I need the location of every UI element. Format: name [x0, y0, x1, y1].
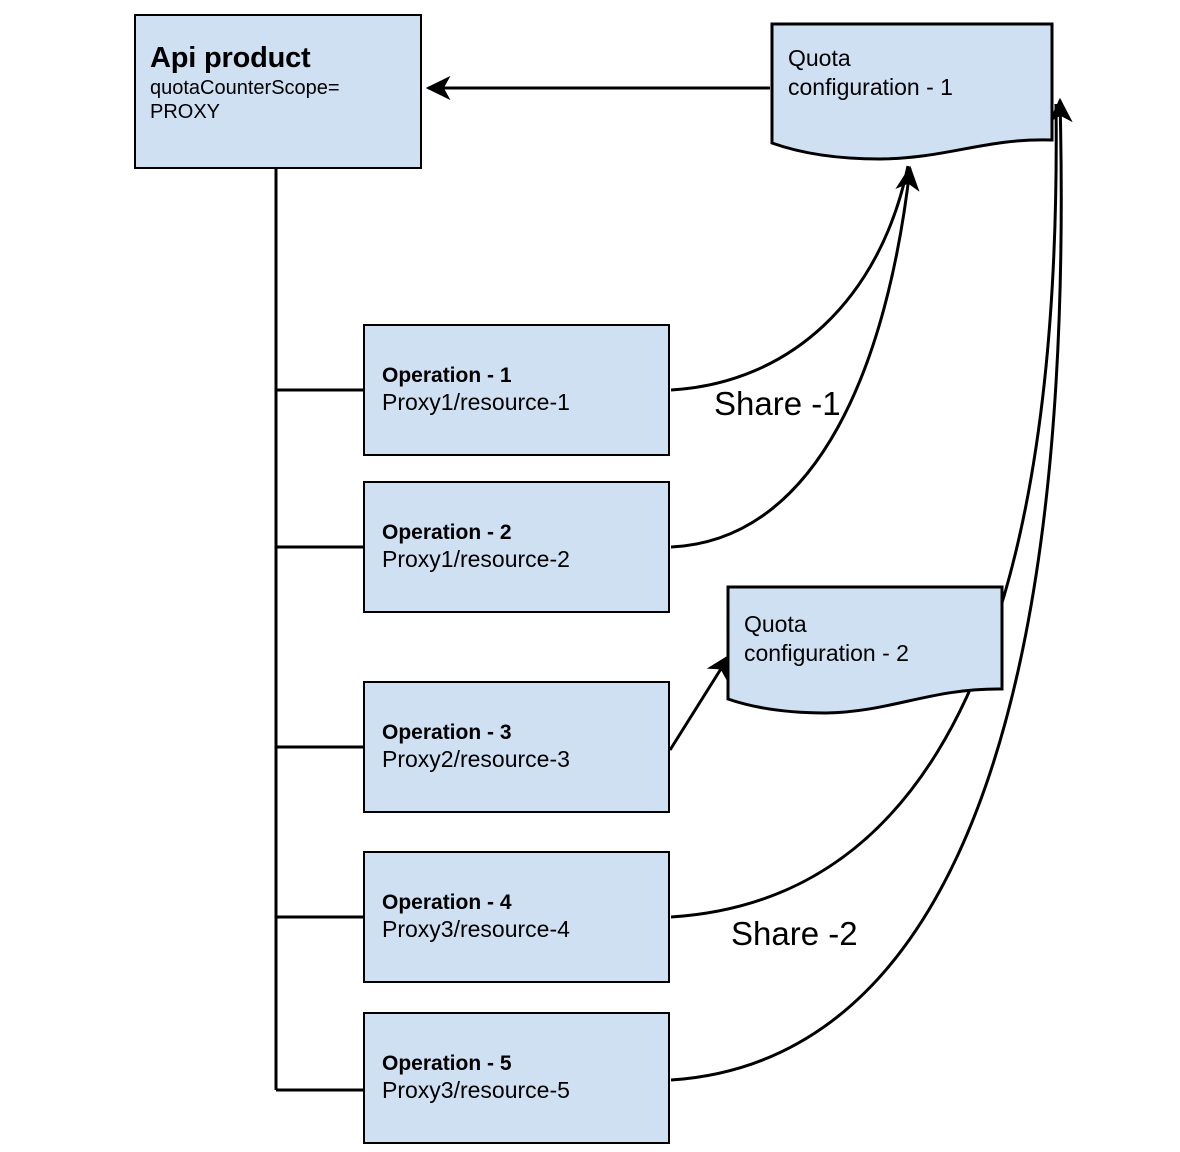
edge-op5-to-quota1 — [670, 97, 1073, 1082]
quota-configuration-2-line1: Quota — [744, 611, 807, 637]
quota-configuration-1-line2: configuration - 1 — [788, 74, 953, 101]
operation-2-path: Proxy1/resource-2 — [382, 545, 570, 572]
quota-configuration-2-text: Quota configuration - 2 — [726, 585, 1004, 669]
quota-configuration-1-line1: Quota — [788, 45, 851, 71]
node-operation-5[interactable]: Operation - 5 Proxy3/resource-5 — [363, 1012, 670, 1144]
quota-configuration-2-line2: configuration - 2 — [744, 640, 909, 667]
node-quota-configuration-1[interactable]: Quota configuration - 1 — [770, 22, 1054, 162]
node-operation-1[interactable]: Operation - 1 Proxy1/resource-1 — [363, 324, 670, 456]
edge-op2-to-quota1 — [670, 165, 920, 549]
node-operation-4[interactable]: Operation - 4 Proxy3/resource-4 — [363, 851, 670, 983]
operation-3-label: Operation - 3 — [382, 721, 512, 745]
api-product-attribute-value: PROXY — [150, 100, 221, 123]
operation-4-label: Operation - 4 — [382, 891, 512, 915]
api-product-attribute: quotaCounterScope= — [150, 77, 340, 100]
api-product-title: Api product — [150, 42, 311, 74]
operation-1-path: Proxy1/resource-1 — [382, 388, 570, 415]
node-operation-2[interactable]: Operation - 2 Proxy1/resource-2 — [363, 481, 670, 613]
quota-configuration-2-shape — [726, 585, 1004, 715]
node-api-product[interactable]: Api product quotaCounterScope= PROXY — [134, 14, 422, 169]
operation-2-label: Operation - 2 — [382, 521, 512, 545]
operation-1-label: Operation - 1 — [382, 364, 512, 388]
quota-configuration-1-text: Quota configuration - 1 — [770, 22, 1054, 103]
node-quota-configuration-2[interactable]: Quota configuration - 2 — [726, 585, 1004, 717]
edge-label-share-1: Share -1 — [714, 385, 841, 422]
operation-3-path: Proxy2/resource-3 — [382, 745, 570, 772]
edge-op3-to-quota2 — [668, 654, 731, 751]
quota-configuration-1-shape — [770, 22, 1054, 161]
edge-label-share-2: Share -2 — [731, 915, 858, 952]
operation-5-path: Proxy3/resource-5 — [382, 1076, 570, 1103]
operation-4-path: Proxy3/resource-4 — [382, 915, 570, 942]
edge-op4-to-quota1 — [670, 103, 1058, 919]
edge-op1-to-quota1 — [670, 165, 910, 392]
operation-5-label: Operation - 5 — [382, 1052, 512, 1076]
node-operation-3[interactable]: Operation - 3 Proxy2/resource-3 — [363, 681, 670, 813]
